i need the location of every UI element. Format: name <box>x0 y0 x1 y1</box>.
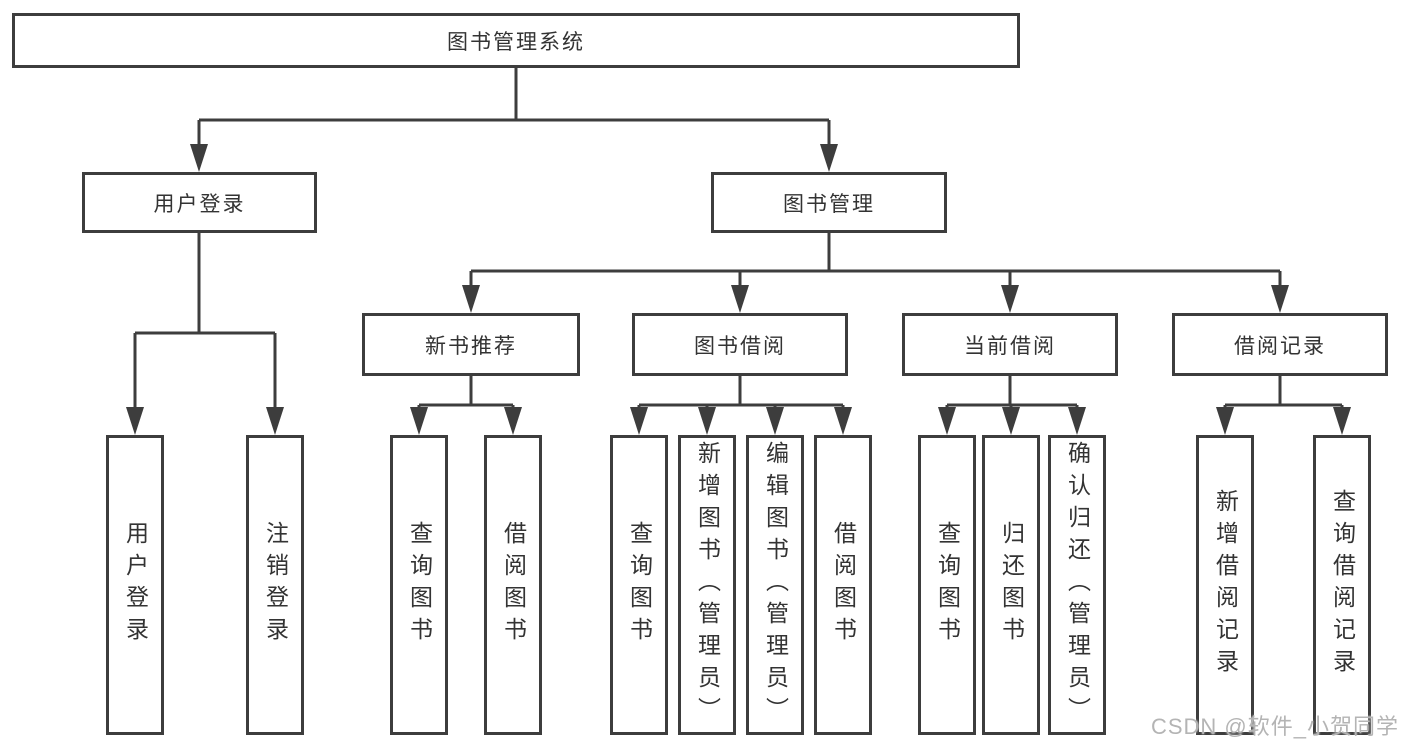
csdn-watermark: CSDN @软件_小贺同学 <box>1150 714 1399 739</box>
node-book-management: 图书管理 <box>711 172 947 233</box>
node-label: 新书推荐 <box>425 334 517 358</box>
leaf-edit-book-admin: 编辑图书（管理员） <box>746 435 804 735</box>
node-label: 新增图书（管理员） <box>694 441 721 729</box>
leaf-query-books-2: 查询图书 <box>610 435 668 735</box>
leaf-borrow-books-1: 借阅图书 <box>484 435 542 735</box>
node-label: 图书管理 <box>783 192 875 216</box>
node-label: 确认归还（管理员） <box>1064 441 1091 729</box>
leaf-add-borrow-record: 新增借阅记录 <box>1196 435 1254 735</box>
node-borrowing-records: 借阅记录 <box>1172 313 1388 376</box>
node-label: 借阅图书 <box>500 521 527 649</box>
node-label: 查询图书 <box>934 521 961 649</box>
node-label: 借阅记录 <box>1234 334 1326 358</box>
leaf-return-book: 归还图书 <box>982 435 1040 735</box>
arrowhead-icons <box>126 144 1351 435</box>
node-new-book-recommendation: 新书推荐 <box>362 313 580 376</box>
node-user-login: 用户登录 <box>82 172 317 233</box>
leaf-query-books-3: 查询图书 <box>918 435 976 735</box>
node-label: 查询借阅记录 <box>1329 489 1356 681</box>
node-label: 用户登录 <box>122 521 149 649</box>
node-label: 图书借阅 <box>694 334 786 358</box>
leaf-borrow-books-2: 借阅图书 <box>814 435 872 735</box>
node-label: 新增借阅记录 <box>1212 489 1239 681</box>
node-label: 借阅图书 <box>830 521 857 649</box>
node-label: 图书管理系统 <box>447 30 585 54</box>
leaf-query-books-1: 查询图书 <box>390 435 448 735</box>
node-label: 编辑图书（管理员） <box>762 441 789 729</box>
node-label: 查询图书 <box>406 521 433 649</box>
node-current-borrowing: 当前借阅 <box>902 313 1118 376</box>
node-label: 注销登录 <box>262 521 289 649</box>
leaf-confirm-return-admin: 确认归还（管理员） <box>1048 435 1106 735</box>
node-library-management-system: 图书管理系统 <box>12 13 1020 68</box>
connector-lines <box>133 68 1344 413</box>
leaf-add-book-admin: 新增图书（管理员） <box>678 435 736 735</box>
node-label: 用户登录 <box>153 192 246 216</box>
node-label: 当前借阅 <box>964 334 1056 358</box>
leaf-query-borrow-record: 查询借阅记录 <box>1313 435 1371 735</box>
node-label: 查询图书 <box>626 521 653 649</box>
node-label: 归还图书 <box>998 521 1025 649</box>
node-book-borrowing: 图书借阅 <box>632 313 848 376</box>
leaf-logout: 注销登录 <box>246 435 304 735</box>
leaf-user-login: 用户登录 <box>106 435 164 735</box>
